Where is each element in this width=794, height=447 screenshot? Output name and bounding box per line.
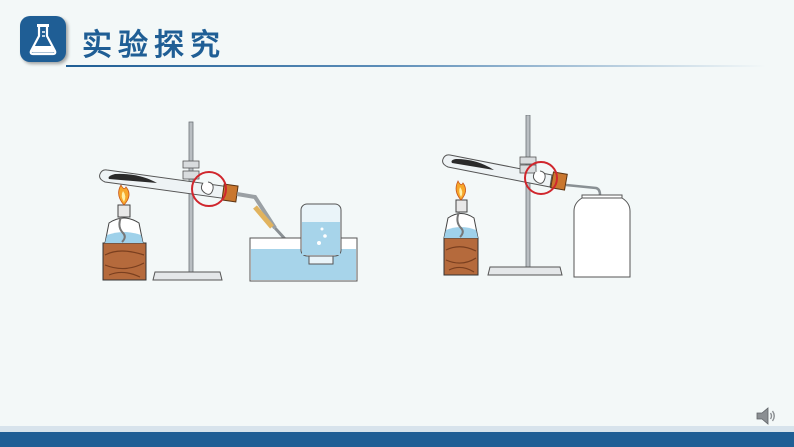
alcohol-lamp-icon: [443, 180, 479, 239]
gas-bottle-icon: [300, 203, 342, 265]
flask-icon: [20, 16, 66, 62]
alcohol-lamp-icon: [104, 184, 144, 244]
wood-block-icon: [443, 237, 479, 276]
iron-stand-icon: [487, 115, 563, 276]
heating-setup-upward-air-collection: [442, 115, 631, 278]
footer-band: [0, 432, 794, 447]
page-title: 实验探究: [82, 28, 226, 63]
test-tube-icon: [99, 169, 277, 230]
highlight-circle: [191, 171, 227, 207]
highlight-circle: [524, 161, 558, 195]
footer-band-light: [0, 426, 794, 432]
gas-bottle-icon: [573, 194, 631, 278]
header-divider: [66, 65, 766, 67]
slide-header: 实验探究: [0, 0, 794, 70]
speaker-icon[interactable]: [754, 404, 778, 428]
wood-block-icon: [102, 242, 147, 281]
heating-setup-water-collection: [99, 121, 358, 282]
iron-stand-icon: [152, 121, 223, 281]
